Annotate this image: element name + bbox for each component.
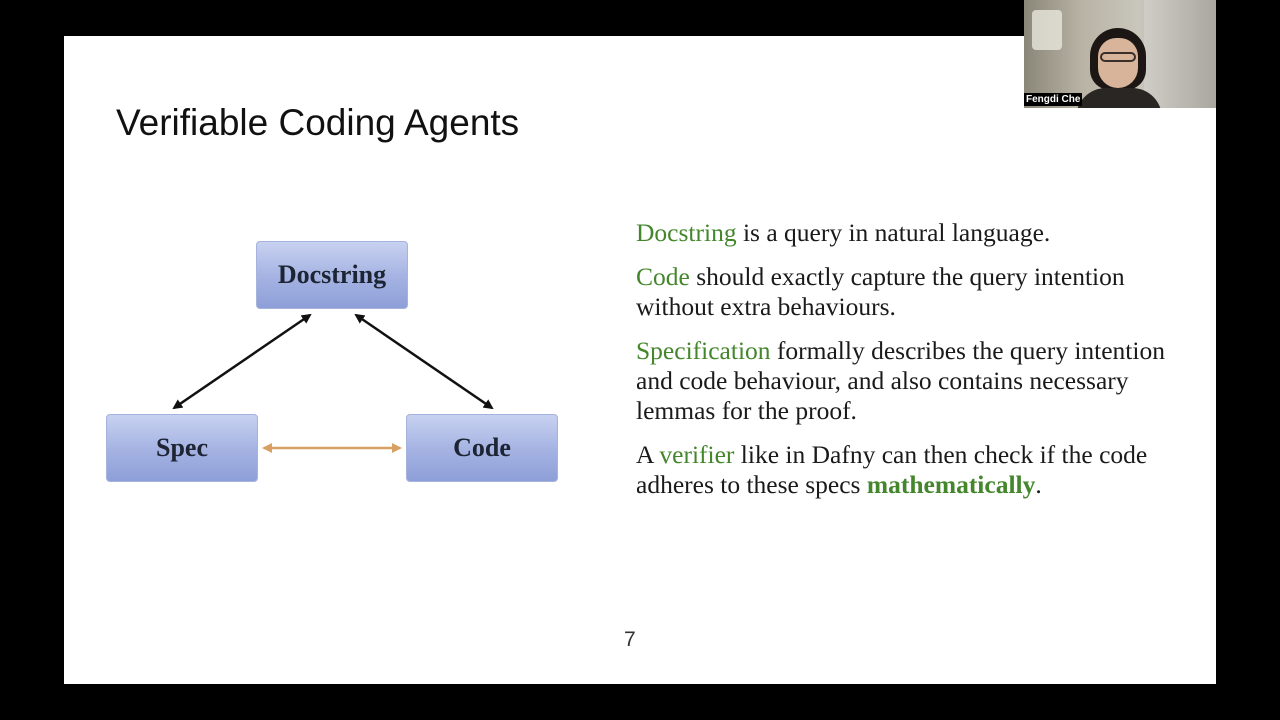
- specification-description: formally describes the query intention a…: [636, 336, 1165, 425]
- docstring-term: Docstring: [636, 218, 737, 247]
- participant-name-label: Fengdi Che: [1024, 93, 1083, 106]
- code-node: Code: [406, 414, 558, 482]
- participant-face: [1098, 38, 1138, 88]
- verifier-lead: A: [636, 440, 660, 469]
- explanation-text: Docstring is a query in natural language…: [636, 218, 1196, 514]
- arrow-docstring-spec: [172, 313, 312, 410]
- verifier-paragraph: A verifier like in Dafny can then check …: [636, 440, 1196, 500]
- verifier-description: like in Dafny can then check if the code…: [636, 440, 1148, 499]
- slide: Verifiable Coding Agents Docstring Spec …: [64, 36, 1216, 684]
- webcam-background-light: [1032, 10, 1062, 50]
- docstring-description: is a query in natural language.: [736, 218, 1051, 247]
- arrow-docstring-code: [354, 313, 494, 410]
- page-number: 7: [624, 628, 636, 651]
- mathematically-emphasis: mathematically: [866, 470, 1036, 499]
- participant-body: [1076, 88, 1162, 108]
- verifier-end: .: [1035, 470, 1042, 499]
- specification-term: Specification: [636, 336, 771, 365]
- specification-paragraph: Specification formally describes the que…: [636, 336, 1196, 426]
- docstring-node: Docstring: [256, 241, 408, 309]
- webcam-background-wall: [1144, 0, 1216, 108]
- code-paragraph: Code should exactly capture the query in…: [636, 262, 1196, 322]
- verifier-term: verifier: [659, 440, 735, 469]
- webcam-thumbnail[interactable]: Fengdi Che: [1024, 0, 1216, 108]
- slide-title: Verifiable Coding Agents: [116, 102, 520, 143]
- diagram-arrows: [172, 313, 494, 453]
- participant-glasses: [1100, 52, 1136, 62]
- spec-node: Spec: [106, 414, 258, 482]
- docstring-paragraph: Docstring is a query in natural language…: [636, 218, 1196, 248]
- code-description: should exactly capture the query intenti…: [636, 262, 1125, 321]
- code-term: Code: [636, 262, 690, 291]
